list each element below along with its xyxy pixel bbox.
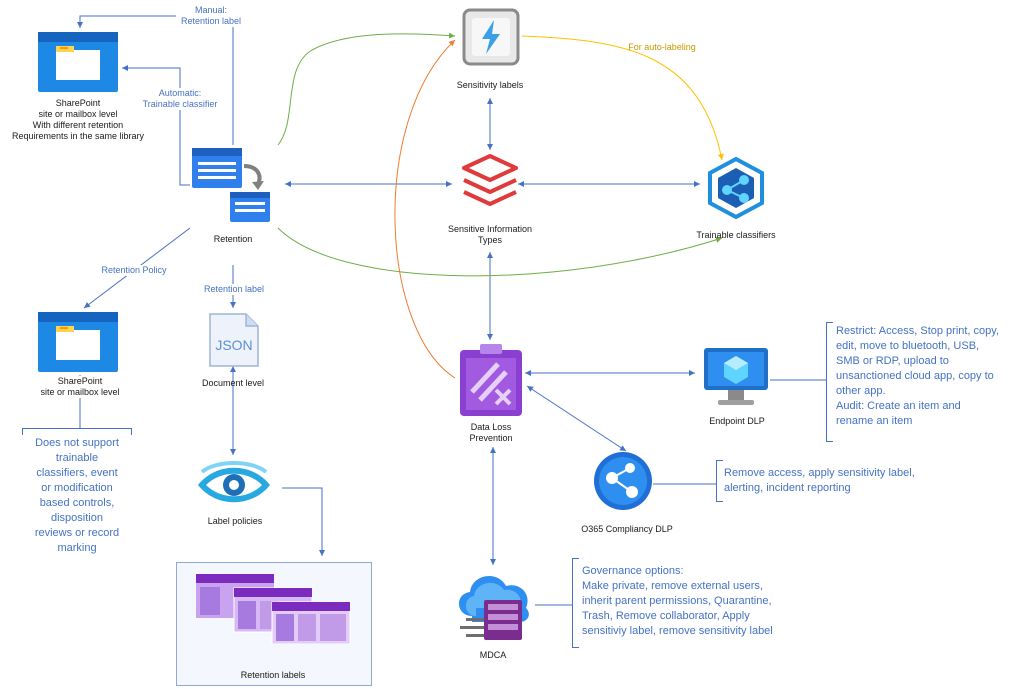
o365-note-bracket	[716, 460, 723, 502]
edge-green-top	[277, 32, 456, 146]
dlp-clipboard-icon	[460, 344, 522, 416]
retention-labels-label: Retention labels	[240, 670, 306, 680]
endpoint-note: Restrict: Access, Stop print, copy, edit…	[836, 325, 1000, 427]
sensitivity-labels-label: Sensitivity labels	[456, 80, 524, 90]
edge-dlp-o365	[526, 385, 627, 452]
sharepoint-folder-icon	[38, 32, 118, 92]
retention-label: Retention	[213, 234, 253, 244]
edge-yellow	[521, 35, 724, 161]
edge-automatic	[122, 65, 190, 186]
edge-orange	[394, 39, 456, 379]
classifier-hexagon-icon	[708, 156, 764, 220]
retention-policy-edge-label: Retention Policy	[94, 265, 174, 276]
mdca-note: Governance options: Make private, remove…	[582, 565, 773, 637]
stacked-layers-icon	[462, 154, 518, 206]
sensitive-info-types-label: Sensitive Information Types	[440, 224, 540, 246]
cloud-app-icon	[458, 575, 529, 640]
eye-icon	[198, 461, 270, 503]
edge-green-bottom	[277, 227, 723, 277]
compliance-globe-icon	[594, 452, 652, 510]
endpoint-note-bracket	[826, 322, 833, 442]
edge-manual	[77, 15, 234, 145]
o365-dlp-label: O365 Compliancy DLP	[581, 524, 673, 534]
automatic-edge-label: Automatic: Trainable classifier	[130, 88, 230, 110]
o365-note: Remove access, apply sensitivity label, …	[724, 467, 915, 494]
sharepoint-note-bracket	[22, 428, 132, 435]
json-icon-text: JSON	[215, 337, 252, 353]
mdca-label: MDCA	[479, 650, 507, 660]
monitor-icon	[704, 348, 768, 405]
retention-icon	[192, 148, 270, 222]
trainable-classifiers-label: Trainable classifiers	[696, 230, 776, 240]
auto-labeling-edge-label: For auto-labeling	[628, 42, 696, 52]
edge-policies-labels	[282, 487, 325, 556]
sharepoint-top-label: SharePoint site or mailbox level With di…	[11, 98, 145, 141]
lightning-icon	[462, 8, 520, 66]
label-policies-label: Label policies	[207, 516, 263, 526]
json-document-icon: JSON	[209, 313, 259, 367]
sharepoint-folder-icon-2	[38, 312, 118, 372]
sharepoint-bottom-label: SharePoint site or mailbox level	[20, 376, 140, 398]
endpoint-dlp-label: Endpoint DLP	[709, 416, 765, 426]
mdca-note-bracket	[572, 558, 579, 648]
retention-labels-icon	[196, 574, 351, 644]
retention-label-edge-label: Retention label	[196, 284, 272, 295]
sharepoint-limits-note: Does not support trainable classifiers, …	[34, 437, 120, 554]
manual-edge-label: Manual: Retention label	[176, 5, 246, 27]
document-level-label: Document level	[201, 378, 265, 388]
dlp-label: Data Loss Prevention	[469, 422, 513, 443]
